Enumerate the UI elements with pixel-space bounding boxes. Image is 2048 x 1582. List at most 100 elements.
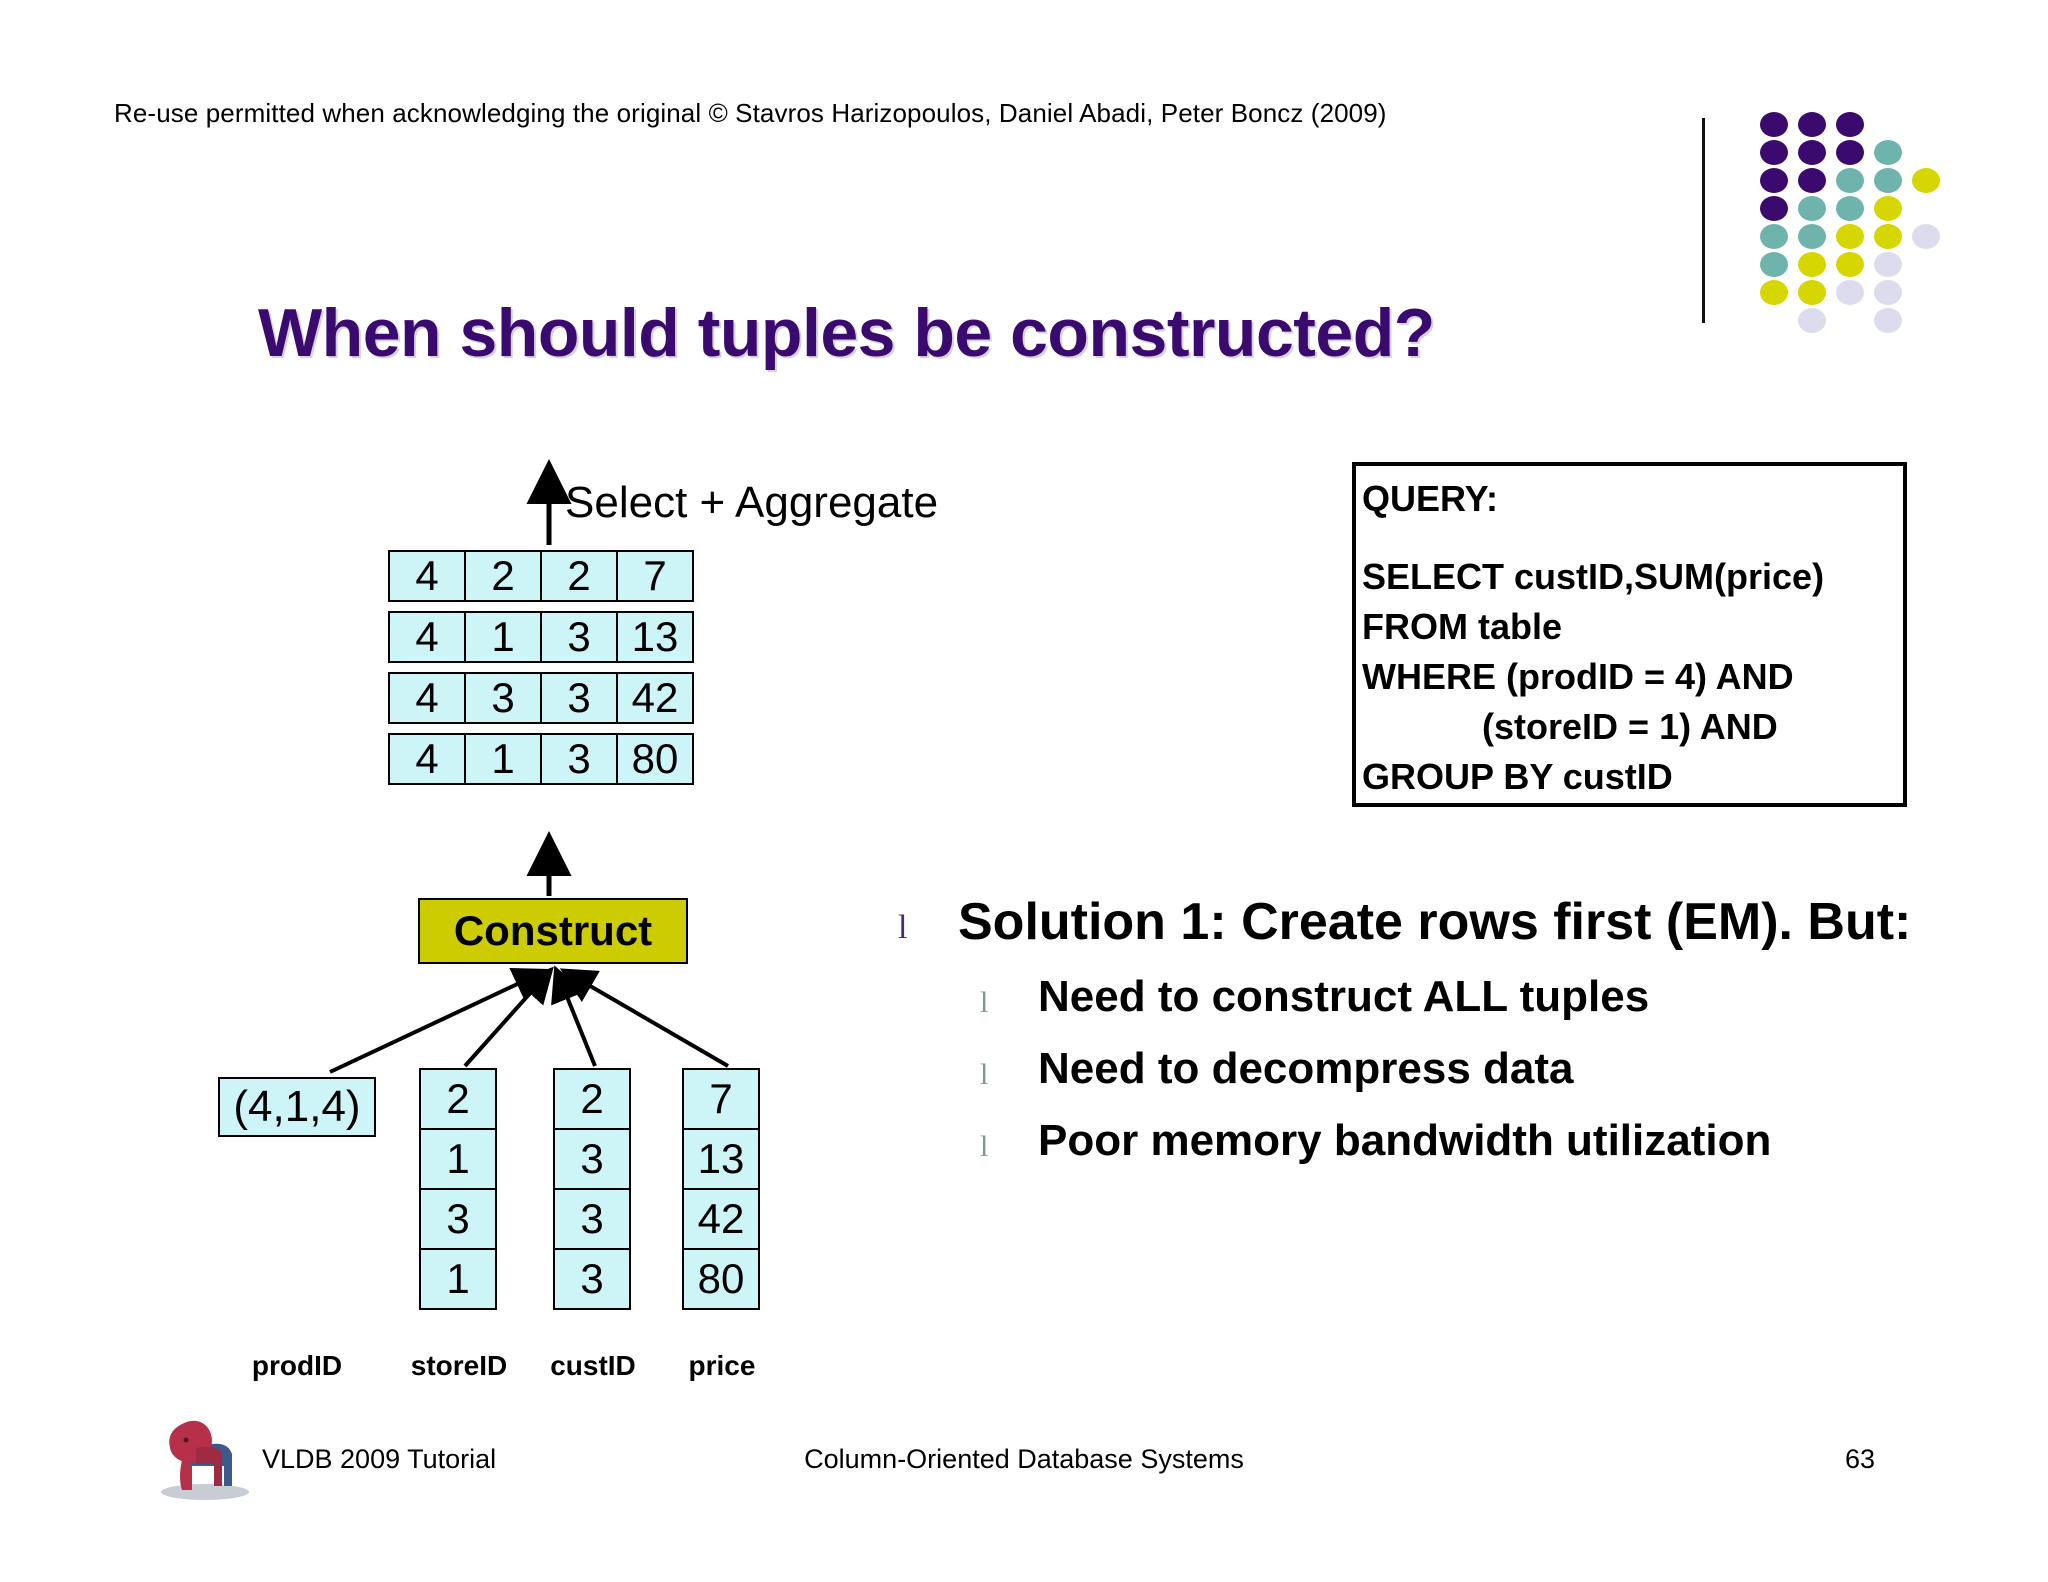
logo-dot-icon bbox=[1836, 252, 1864, 277]
table-cell: 3 bbox=[540, 733, 618, 785]
table-cell: 4 bbox=[388, 611, 466, 663]
table-cell: 2 bbox=[464, 550, 542, 602]
query-line-from: FROM table bbox=[1362, 606, 1563, 647]
logo-dot-icon bbox=[1836, 196, 1864, 221]
query-spacer bbox=[1362, 524, 1903, 552]
column-cell: 3 bbox=[553, 1188, 631, 1250]
footer-center-label: Column-Oriented Database Systems bbox=[804, 1444, 1244, 1474]
column-cell: 3 bbox=[419, 1188, 497, 1250]
vldb-lion-statue-logo bbox=[161, 1420, 249, 1500]
bullet-construct-all-tuples-text: Need to construct ALL tuples bbox=[1038, 972, 1650, 1021]
logo-dot-icon bbox=[1760, 224, 1788, 249]
vldb-dot-matrix-logo bbox=[1760, 112, 1990, 342]
logo-dot-icon bbox=[1836, 140, 1864, 165]
bullet-decompress-data: l Need to decompress data bbox=[890, 1040, 1950, 1098]
bullet-marker-icon: l bbox=[980, 1058, 989, 1091]
footer-page-number: 63 bbox=[1844, 1444, 1876, 1474]
query-line-where: WHERE (prodID = 4) AND bbox=[1362, 656, 1794, 697]
copyright-notice: Re-use permitted when acknowledging the … bbox=[114, 98, 1387, 128]
table-cell: 4 bbox=[388, 672, 466, 724]
logo-dot-icon bbox=[1760, 252, 1788, 277]
table-cell: 4 bbox=[388, 550, 466, 602]
logo-dot-icon bbox=[1760, 168, 1788, 193]
column-cell: 2 bbox=[419, 1068, 497, 1130]
bullet-memory-bandwidth-text: Poor memory bandwidth utilization bbox=[1038, 1116, 1772, 1165]
column-cell: 3 bbox=[553, 1128, 631, 1190]
logo-divider-rule bbox=[1702, 118, 1705, 323]
construct-operator-box: Construct bbox=[418, 898, 688, 964]
logo-dot-icon bbox=[1798, 280, 1826, 305]
query-line-groupby: GROUP BY custID bbox=[1362, 756, 1673, 797]
logo-dot-icon bbox=[1874, 168, 1902, 193]
logo-dot-icon bbox=[1874, 196, 1902, 221]
bullet-marker-icon: l bbox=[980, 986, 989, 1019]
table-cell: 13 bbox=[616, 611, 694, 663]
bullet-decompress-data-text: Need to decompress data bbox=[1038, 1044, 1574, 1093]
bullet-solution-1: l Solution 1: Create rows first (EM). Bu… bbox=[890, 890, 1950, 954]
page-title: When should tuples be constructed? bbox=[258, 294, 1435, 371]
table-cell: 3 bbox=[464, 672, 542, 724]
logo-dot-icon bbox=[1836, 280, 1864, 305]
table-cell: 42 bbox=[616, 672, 694, 724]
prodid-column-compressed-value: (4,1,4) bbox=[218, 1077, 376, 1137]
column-cell: 1 bbox=[419, 1248, 497, 1310]
query-box: QUERY: SELECT custID,SUM(price) FROM tab… bbox=[1352, 462, 1907, 807]
logo-dot-icon bbox=[1798, 252, 1826, 277]
logo-dot-icon bbox=[1760, 140, 1788, 165]
column-cell: 13 bbox=[682, 1128, 760, 1190]
logo-dot-icon bbox=[1874, 280, 1902, 305]
logo-dot-icon bbox=[1874, 308, 1902, 333]
column-label-custid: custID bbox=[550, 1350, 636, 1381]
logo-dot-icon bbox=[1836, 224, 1864, 249]
column-cell: 42 bbox=[682, 1188, 760, 1250]
logo-dot-icon bbox=[1760, 112, 1788, 137]
logo-dot-icon bbox=[1798, 308, 1826, 333]
logo-dot-icon bbox=[1836, 112, 1864, 137]
column-cell: 2 bbox=[553, 1068, 631, 1130]
logo-dot-icon bbox=[1912, 168, 1940, 193]
logo-dot-icon bbox=[1798, 196, 1826, 221]
query-line-storeid: (storeID = 1) AND bbox=[1362, 706, 1778, 747]
table-cell: 2 bbox=[540, 550, 618, 602]
logo-dot-icon bbox=[1798, 112, 1826, 137]
logo-dot-icon bbox=[1760, 196, 1788, 221]
query-line-select: SELECT custID,SUM(price) bbox=[1362, 556, 1825, 597]
bullet-construct-all-tuples: l Need to construct ALL tuples bbox=[890, 968, 1950, 1026]
logo-dot-icon bbox=[1798, 140, 1826, 165]
logo-dot-icon bbox=[1874, 224, 1902, 249]
bullet-marker-icon: l bbox=[980, 1130, 989, 1163]
table-cell: 4 bbox=[388, 733, 466, 785]
column-cell: 3 bbox=[553, 1248, 631, 1310]
bullet-memory-bandwidth: l Poor memory bandwidth utilization bbox=[890, 1112, 1950, 1170]
logo-dot-icon bbox=[1874, 252, 1902, 277]
table-cell: 1 bbox=[464, 611, 542, 663]
column-cell: 80 bbox=[682, 1248, 760, 1310]
logo-dot-icon bbox=[1836, 168, 1864, 193]
table-cell: 1 bbox=[464, 733, 542, 785]
bullet-marker-icon: l bbox=[898, 909, 908, 946]
table-cell: 7 bbox=[616, 550, 694, 602]
logo-dot-icon bbox=[1912, 224, 1940, 249]
column-cell: 1 bbox=[419, 1128, 497, 1190]
query-heading: QUERY: bbox=[1362, 478, 1499, 519]
logo-dot-icon bbox=[1874, 140, 1902, 165]
footer-left-label: VLDB 2009 Tutorial bbox=[262, 1444, 497, 1474]
bullet-solution-1-text: Solution 1: Create rows first (EM). But: bbox=[958, 893, 1912, 951]
column-label-price: price bbox=[688, 1350, 756, 1381]
column-cell: 7 bbox=[682, 1068, 760, 1130]
logo-dot-icon bbox=[1760, 280, 1788, 305]
column-label-prodid: prodID bbox=[251, 1350, 343, 1381]
table-cell: 3 bbox=[540, 611, 618, 663]
column-label-storeid: storeID bbox=[410, 1350, 508, 1381]
logo-dot-icon bbox=[1798, 168, 1826, 193]
bullet-list: l Solution 1: Create rows first (EM). Bu… bbox=[890, 890, 1950, 1184]
table-cell: 80 bbox=[616, 733, 694, 785]
